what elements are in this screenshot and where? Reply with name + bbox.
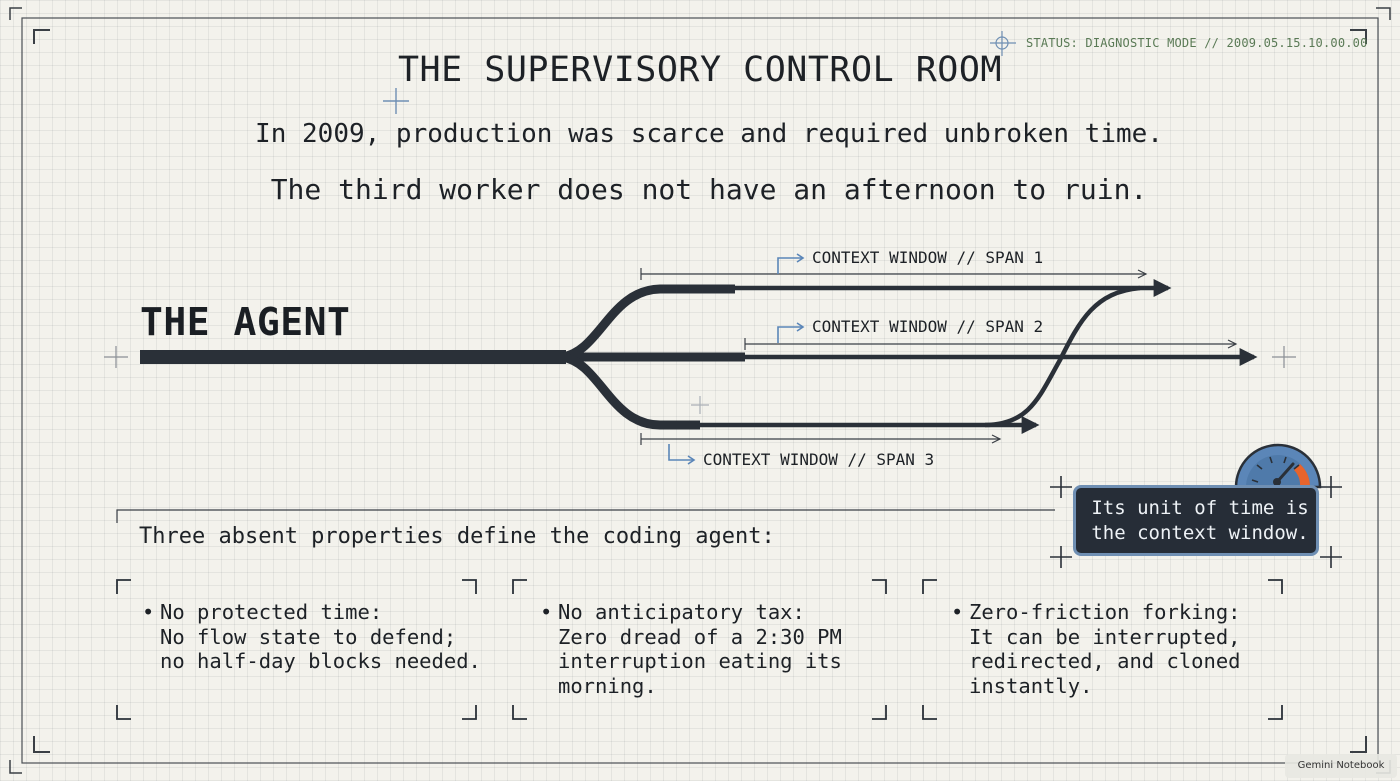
property-line: morning.	[558, 673, 657, 698]
span-1-label: CONTEXT WINDOW // SPAN 1	[812, 248, 1044, 267]
status-readout: STATUS: DIAGNOSTIC MODE // 2009.05.15.10…	[1026, 36, 1368, 50]
label-connector-icon	[668, 253, 805, 465]
callout-crosshair-icon	[1050, 476, 1342, 568]
span-dimension-lines	[640, 268, 1238, 445]
property-line: no half-day blocks needed.	[160, 649, 481, 673]
property-card-1: • No protected time: No flow state to de…	[142, 600, 481, 674]
bullet-icon: •	[951, 600, 964, 624]
crosshair-icon	[990, 31, 1016, 56]
property-line: No anticipatory tax:	[558, 600, 805, 624]
outer-frame	[9, 7, 1391, 774]
property-line: No protected time:	[160, 600, 383, 624]
property-card-3: • Zero-friction forking: It can be inter…	[951, 600, 1241, 698]
bullet-icon: •	[540, 600, 553, 624]
property-card-2: • No anticipatory tax: Zero dread of a 2…	[540, 600, 842, 698]
subtitle-line-2: The third worker does not have an aftern…	[270, 173, 1148, 206]
property-line: redirected, and cloned	[969, 649, 1241, 673]
property-line: No flow state to defend;	[160, 624, 457, 649]
property-card-brackets	[116, 579, 1283, 720]
watermark-text: Gemini Notebook	[1297, 760, 1385, 771]
crosshair-icon	[383, 88, 409, 114]
bullet-icon: •	[142, 600, 155, 624]
page-title: THE SUPERVISORY CONTROL ROOM	[397, 50, 1002, 90]
agent-tracks	[140, 279, 1258, 434]
agent-label: THE AGENT	[140, 300, 351, 344]
property-line: Zero-friction forking:	[969, 600, 1241, 624]
section-divider	[116, 509, 1055, 523]
property-line: Zero dread of a 2:30 PM	[558, 624, 842, 649]
watermark-badge: Gemini Notebook	[1285, 754, 1397, 778]
subtitle-line-1: In 2009, production was scarce and requi…	[255, 119, 1163, 149]
properties-intro: Three absent properties define the codin…	[139, 524, 775, 549]
callout-box	[1073, 485, 1319, 556]
speedometer-gauge-icon	[1234, 443, 1322, 489]
callout-line-1: Its unit of time is	[1091, 497, 1309, 519]
callout-text: Its unit of time is the context window.	[1089, 496, 1311, 546]
registration-mark-icon	[104, 346, 1296, 414]
property-line: instantly.	[969, 673, 1093, 698]
span-2-label: CONTEXT WINDOW // SPAN 2	[812, 317, 1044, 336]
property-line: interruption eating its	[558, 649, 842, 673]
callout-line-2: the context window.	[1091, 522, 1309, 544]
property-line: It can be interrupted,	[969, 624, 1241, 649]
span-3-label: CONTEXT WINDOW // SPAN 3	[703, 450, 935, 469]
